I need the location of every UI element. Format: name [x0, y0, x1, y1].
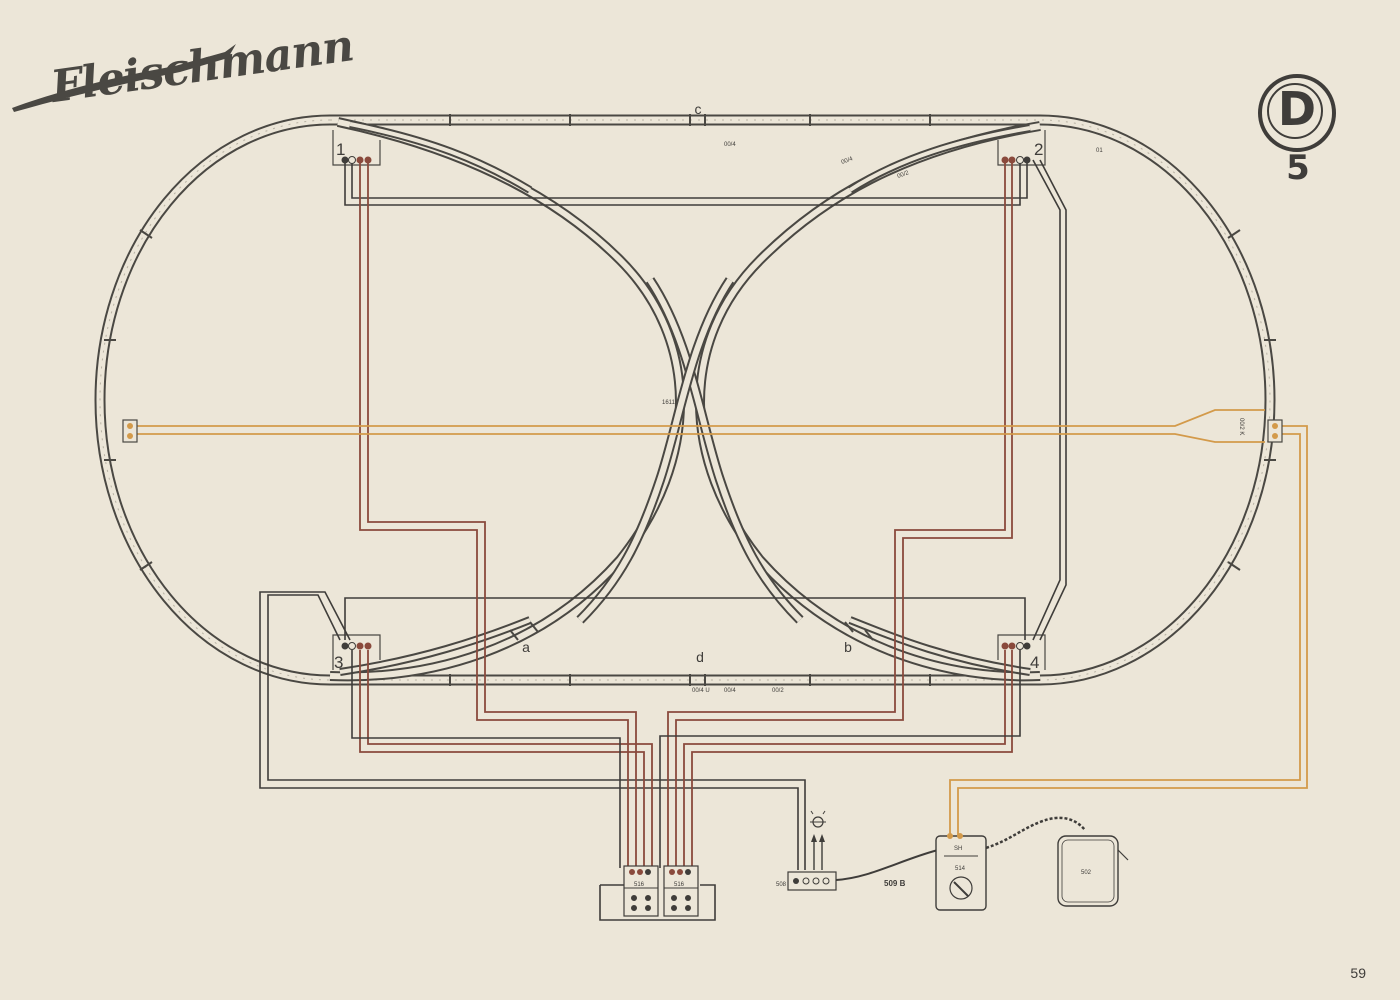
track-piece-labels: 00/4 00/4 00/2 01 1611 00/2 K 00/4 U 00/… — [662, 142, 1244, 694]
section-d-label: d — [696, 649, 704, 665]
dark-wiring — [259, 159, 1067, 921]
label-bot-2: 00/4 — [724, 688, 736, 694]
label-top-c: 00/4 — [724, 142, 736, 148]
section-b-label: b — [844, 639, 852, 655]
cable-label: 509 B — [884, 879, 906, 888]
switch-4-box — [997, 634, 1046, 670]
switch-controller-516-b[interactable] — [663, 865, 699, 917]
component-labels: 516 516 508 SH 514 502 — [634, 846, 1092, 888]
track-joints — [104, 114, 1276, 686]
distributor-508 — [787, 834, 837, 891]
plug-502 — [1057, 835, 1129, 907]
red-wiring — [359, 160, 1013, 868]
label-crossing: 1611 — [662, 400, 676, 406]
power-cord — [985, 816, 1086, 850]
switch-2-box — [997, 130, 1046, 166]
section-c-label: c — [695, 101, 702, 117]
distributor-label: 508 — [776, 882, 787, 888]
plan-letter: D — [1277, 82, 1317, 136]
transformer-top-label: SH — [954, 846, 962, 852]
label-top-r1: 00/4 — [841, 156, 855, 166]
label-bot-3: 00/2 — [772, 688, 784, 694]
cable-509b — [835, 849, 939, 881]
switch-3-number: 3 — [334, 653, 343, 672]
transformer-514[interactable] — [935, 833, 987, 911]
section-a-label: a — [522, 639, 530, 655]
feeder-terminals — [122, 419, 1283, 443]
label-top-r2: 00/2 — [897, 170, 911, 180]
switch-number-labels: 1 2 3 4 — [334, 140, 1043, 672]
label-right-side: 00/2 K — [1238, 418, 1244, 435]
switch-2-number: 2 — [1034, 140, 1043, 159]
label-top-far: 01 — [1096, 148, 1103, 154]
figure-eight-track — [329, 117, 1041, 682]
ctrl-2-label: 516 — [674, 882, 685, 888]
page-number: 59 — [1350, 965, 1366, 981]
switch-4-number: 4 — [1030, 653, 1039, 672]
section-labels: c d a b — [522, 101, 852, 665]
ctrl-1-label: 516 — [634, 882, 645, 888]
switch-controller-516-a[interactable] — [623, 865, 659, 917]
switch-3-box — [332, 634, 381, 670]
transformer-label: 514 — [955, 866, 966, 872]
orange-wiring — [132, 409, 1308, 835]
plug-label: 502 — [1081, 870, 1092, 876]
badge-outer-ring — [1258, 74, 1336, 152]
plan-letter-badge: D — [1258, 74, 1336, 152]
badge-inner-ring — [1267, 83, 1323, 139]
switch-1-box — [332, 130, 381, 166]
plan-number: 5 — [1286, 148, 1310, 188]
dark-wire-pairs — [351, 650, 1021, 868]
lamp-icon — [810, 810, 826, 828]
switch-terminals — [341, 156, 1031, 650]
label-bot-1: 00/4 U — [692, 688, 710, 694]
logo-swash — [12, 44, 236, 112]
switch-1-number: 1 — [336, 140, 345, 159]
